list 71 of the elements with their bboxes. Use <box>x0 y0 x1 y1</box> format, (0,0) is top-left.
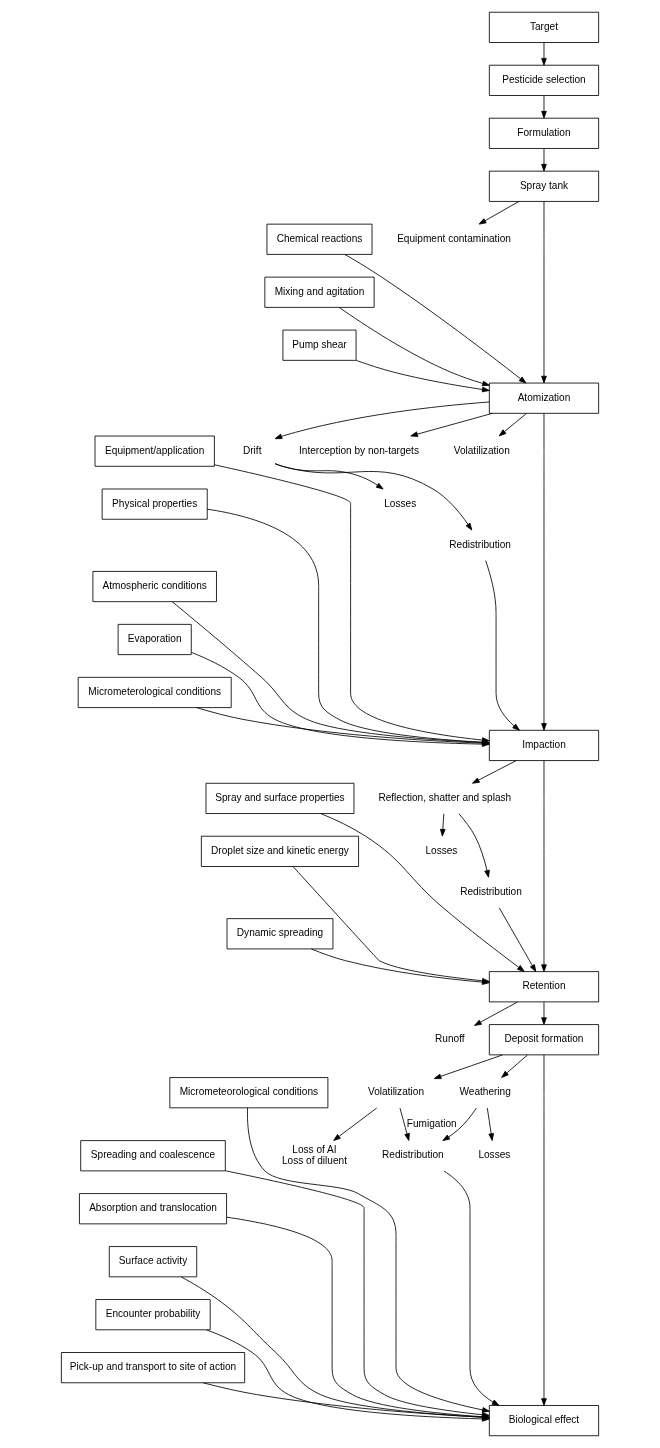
node-text: Drift <box>242 444 262 456</box>
node-box: Micrometeorological conditions <box>169 1077 329 1109</box>
node-text: Redistribution <box>382 1149 444 1161</box>
arrow <box>399 1107 410 1141</box>
node-box: Equipment/application <box>94 435 215 467</box>
arrow <box>410 412 493 437</box>
node-text: Losses <box>478 1149 511 1161</box>
arrow <box>498 907 537 972</box>
node-box: Spreading and coalescence <box>80 1140 226 1172</box>
arrow <box>355 360 490 393</box>
node-box: Impaction <box>488 729 600 761</box>
node-text: Redistribution <box>449 538 511 550</box>
arrow <box>338 306 490 387</box>
arrow <box>478 201 520 225</box>
node-text: Equipment contamination <box>397 232 511 244</box>
arrow <box>472 760 517 784</box>
node-box: Atmospheric conditions <box>92 570 217 603</box>
node-box: Encounter probability <box>95 1299 211 1331</box>
arrow <box>247 1107 490 1413</box>
arrow <box>442 1107 477 1142</box>
node-box: Spray tank <box>488 170 600 202</box>
node-box: Surface activity <box>108 1246 198 1278</box>
edge-label: Fumigation <box>406 1117 457 1129</box>
arrow <box>541 1054 547 1406</box>
node-box: Biological effect <box>488 1405 600 1437</box>
arrow <box>541 201 547 384</box>
arrow <box>333 1107 378 1141</box>
arrow <box>474 1001 518 1026</box>
arrow <box>541 148 547 172</box>
node-box: Deposit formation <box>488 1024 600 1056</box>
node-box: Mixing and agitation <box>264 276 375 308</box>
arrow <box>498 413 527 437</box>
node-box: Target <box>488 11 600 43</box>
node-box: Micrometerological conditions <box>77 676 232 708</box>
arrow <box>486 1107 494 1141</box>
node-box: Retention <box>488 971 600 1003</box>
node-text: Loss of AI Loss of diluent <box>281 1143 347 1166</box>
arrow <box>274 401 490 440</box>
node-box: Pick-up and transport to site of action <box>60 1352 246 1384</box>
node-box: Atomization <box>488 382 600 414</box>
node-box: Dynamic spreading <box>226 918 334 950</box>
node-box: Pump shear <box>282 329 357 361</box>
node-text: Volatilization <box>367 1086 425 1098</box>
arrow <box>274 463 473 531</box>
node-box: Evaporation <box>117 623 192 656</box>
node-text: Redistribution <box>460 886 522 898</box>
node-box: Spray and surface properties <box>205 782 355 814</box>
node-box: Absorption and translocation <box>79 1193 227 1225</box>
arrow <box>485 560 520 731</box>
node-box: Formulation <box>488 117 600 149</box>
node-text: Runoff <box>435 1033 465 1045</box>
arrow <box>443 1170 500 1406</box>
node-box: Physical properties <box>101 488 208 520</box>
node-box: Droplet size and kinetic energy <box>200 835 359 867</box>
node-text: Losses <box>425 844 458 856</box>
arrow <box>458 813 490 878</box>
arrow <box>440 813 446 837</box>
arrow <box>541 760 547 972</box>
arrow <box>541 1001 547 1025</box>
arrow <box>541 412 547 731</box>
arrow <box>433 1054 503 1080</box>
arrow <box>541 95 547 119</box>
node-text: Losses <box>384 497 417 509</box>
node-text: Volatilization <box>453 444 510 456</box>
node-box: Chemical reactions <box>266 223 373 255</box>
node-text: Reflection, shatter and splash <box>378 792 512 804</box>
node-text: Interception by non-targets <box>299 444 419 456</box>
arrow <box>501 1054 528 1078</box>
node-text: Weathering <box>459 1086 511 1098</box>
arrow <box>541 42 547 66</box>
node-box: Pesticide selection <box>488 64 600 96</box>
